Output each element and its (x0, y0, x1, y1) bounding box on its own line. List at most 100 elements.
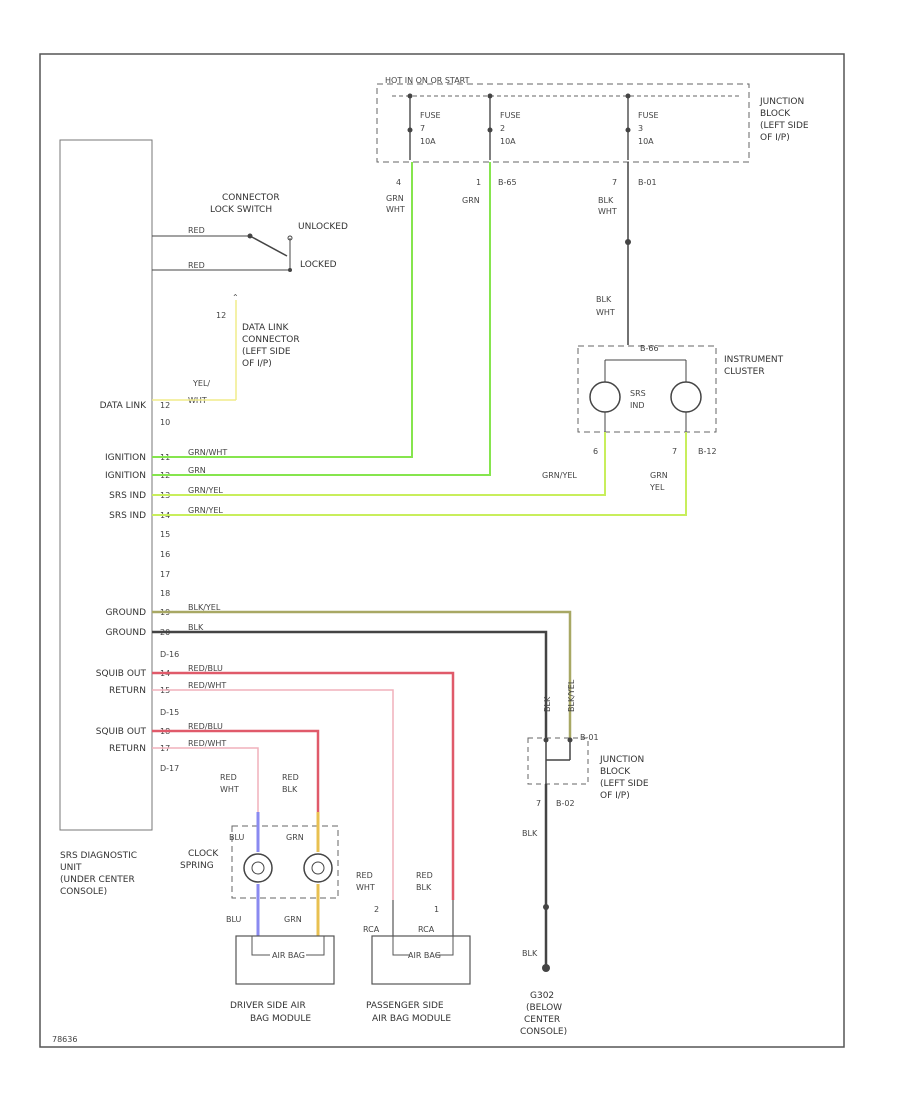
ground-wire-label: BLK (522, 829, 538, 838)
srs-row-wire-color: BLK (188, 623, 204, 632)
srs-unit-title-1: SRS DIAGNOSTIC (60, 851, 137, 861)
junction-block-top-label-4: OF I/P) (760, 133, 790, 143)
fuse-1-name: FUSE (420, 111, 441, 120)
fuse-3-pin: 7 (612, 178, 617, 187)
clock-spring-coil-2-icon (303, 853, 333, 883)
cluster-conn: B-66 (640, 344, 659, 353)
srs-row-label: SQUIB OUT (96, 669, 147, 679)
passenger-module-lead-2 (436, 936, 454, 956)
clock-spring-box (231, 825, 339, 899)
fuse-3-num: 3 (638, 124, 643, 133)
srs-row-label: RETURN (109, 686, 146, 696)
wire-passenger-return (152, 689, 394, 900)
passenger-module-label-2: AIR BAG MODULE (372, 1014, 451, 1024)
clock-spring-coil-2-inner (311, 861, 325, 875)
srs-row-wire-color: GRN (188, 466, 206, 475)
srs-row-label: SRS IND (109, 491, 146, 501)
ground-color-in-2: BLK/YEL (567, 679, 576, 712)
clock-in-2a: RED (282, 773, 299, 782)
srs-row-label: GROUND (105, 608, 146, 618)
srs-row-wire-color: BLK/YEL (188, 603, 221, 612)
srs-row-label: RETURN (109, 744, 146, 754)
jb-bottom-label-4: OF I/P) (600, 791, 630, 801)
srs-row-label: IGNITION (105, 471, 146, 481)
fuse-2-conn: B-65 (498, 178, 517, 187)
passenger-pin-2: 2 (374, 905, 379, 914)
cluster-pin-6: 6 (593, 447, 598, 456)
fuse-2: FUSE 2 10A (487, 93, 521, 160)
data-link-arrow-icon: ⌃ (232, 293, 239, 302)
fuse-2-color-1: GRN (462, 196, 480, 205)
junction-block-top-label-1: JUNCTION (759, 97, 804, 107)
ground-color-in-1: BLK (543, 696, 552, 712)
ground-label-4: CONSOLE) (520, 1027, 567, 1037)
srs-row-pin: 15 (160, 530, 170, 539)
fuse-3-color-1: BLK (598, 196, 614, 205)
jb-bottom-pin-conn: B-02 (556, 799, 575, 808)
passenger-in-1b: WHT (356, 883, 375, 892)
lock-switch-wires (152, 233, 293, 272)
srs-row-wire-color: GRN/YEL (188, 486, 223, 495)
srs-row-pin: 17 (160, 570, 170, 579)
cluster-wire-color-1: BLK (596, 295, 612, 304)
passenger-wire-1: RCA (363, 925, 380, 934)
fuse-3-name: FUSE (638, 111, 659, 120)
junction-block-top-label-3: (LEFT SIDE (760, 121, 809, 131)
srs-row-label: SQUIB OUT (96, 727, 147, 737)
srs-row-pin: D-17 (160, 764, 179, 773)
cluster-pin-7: 7 (672, 447, 677, 456)
driver-module-label-1: DRIVER SIDE AIR (230, 1001, 306, 1011)
fuse-2-num: 2 (500, 124, 505, 133)
instrument-cluster-box (577, 345, 717, 433)
ground-label-2: (BELOW (526, 1003, 562, 1013)
cluster-out-color-2b: YEL (649, 483, 665, 492)
passenger-in-2b: BLK (416, 883, 432, 892)
lock-switch-wire-2: RED (188, 261, 205, 270)
srs-row-pin: D-16 (160, 650, 179, 659)
clock-spring-pin-2: GRN (286, 833, 304, 842)
passenger-module-label-1: PASSENGER SIDE (366, 1001, 444, 1011)
fuse-1-amp: 10A (420, 137, 436, 146)
clock-spring-coil-1-inner (251, 861, 265, 875)
srs-unit-title-4: CONSOLE) (60, 887, 107, 897)
passenger-wire-2: RCA (418, 925, 435, 934)
splice-cluster-feed (625, 239, 631, 245)
srs-lamp-2-icon (670, 381, 702, 413)
jb-bottom-label-1: JUNCTION (599, 755, 644, 765)
wire-driver-return (152, 747, 259, 812)
passenger-in-2a: RED (416, 871, 433, 880)
diagram-frame (39, 53, 845, 1048)
jb-bottom-conn: B-01 (580, 733, 599, 742)
srs-row-wire-color: RED/BLU (188, 722, 223, 731)
fuse-3-conn: B-01 (638, 178, 657, 187)
jb-bottom-label-2: BLOCK (600, 767, 631, 777)
srs-row-wire-color: RED/WHT (188, 739, 226, 748)
wire-srs-ind-2 (152, 432, 687, 516)
wire-driver-squib-out (152, 729, 320, 812)
srs-row-label: GROUND (105, 628, 146, 638)
fuse-2-pin: 1 (476, 178, 481, 187)
diagram-id: 78636 (52, 1035, 77, 1044)
srs-row-wire-color: RED/WHT (188, 681, 226, 690)
ground-point-icon (542, 964, 550, 972)
srs-ind-label-2: IND (630, 401, 645, 410)
cluster-wire-color-2: WHT (596, 308, 615, 317)
clock-spring-coil-1-icon (243, 853, 273, 883)
passenger-pin-1: 1 (434, 905, 439, 914)
srs-indicator-lamps (589, 359, 702, 432)
passenger-airbag-module-box (371, 935, 471, 985)
srs-row-pin: 16 (160, 550, 170, 559)
lock-switch-locked: LOCKED (300, 260, 337, 270)
data-link-connector-4: OF I/P) (242, 359, 272, 369)
srs-row-label: SRS IND (109, 511, 146, 521)
srs-row-wire-color: GRN/WHT (188, 448, 227, 457)
srs-unit-box (59, 139, 153, 831)
clock-out-2: GRN (284, 915, 302, 924)
driver-module-lead-1 (251, 936, 270, 956)
instrument-cluster-label-2: CLUSTER (724, 367, 765, 377)
clock-in-1a: RED (220, 773, 237, 782)
fuse-1: FUSE 7 10A (407, 93, 441, 160)
srs-unit-pin-rows: DATA LINK12WHT10IGNITION11GRN/WHTIGNITIO… (96, 396, 228, 773)
fuse-1-color-2: WHT (386, 205, 405, 214)
